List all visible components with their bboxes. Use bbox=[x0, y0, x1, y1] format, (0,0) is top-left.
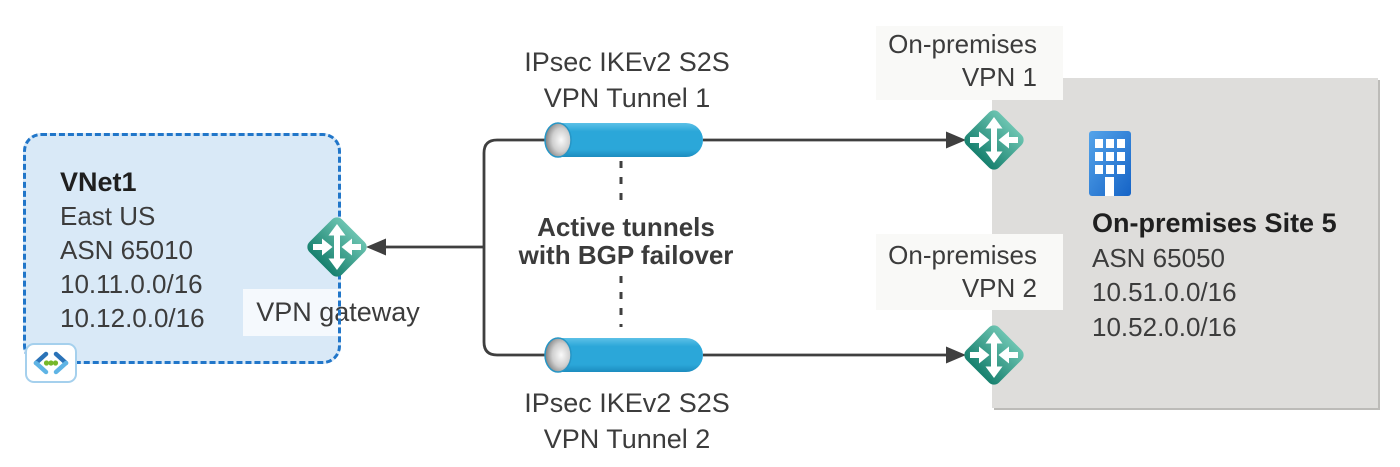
vnet-prefix-1: 10.11.0.0/16 bbox=[60, 269, 203, 299]
onprem-vpn1-label: On-premises VPN 1 bbox=[876, 26, 1063, 100]
onprem-site-info: On-premises Site 5 ASN 65050 10.51.0.0/1… bbox=[1092, 206, 1337, 344]
tunnel2-label-line2: VPN Tunnel 2 bbox=[543, 424, 711, 454]
onprem-vpn2-label: On-premises VPN 2 bbox=[876, 234, 1063, 310]
active-tunnels-line1: Active tunnels bbox=[537, 212, 715, 242]
onprem-site-name: On-premises Site 5 bbox=[1092, 208, 1337, 238]
tunnel1-label: IPsec IKEv2 S2S VPN Tunnel 1 bbox=[524, 44, 730, 116]
tunnel-cylinder-1-icon bbox=[544, 122, 703, 158]
arrowhead-left-icon bbox=[366, 238, 386, 256]
onprem-prefix-1: 10.51.0.0/16 bbox=[1092, 277, 1237, 307]
active-tunnels-label: Active tunnels with BGP failover bbox=[519, 213, 734, 269]
active-tunnels-line2: with BGP failover bbox=[518, 240, 734, 270]
tunnel1-label-line1: IPsec IKEv2 S2S bbox=[524, 47, 730, 77]
arrowhead-right1-icon bbox=[946, 131, 966, 149]
arrowhead-right2-icon bbox=[946, 346, 966, 364]
onprem-asn: ASN 65050 bbox=[1092, 242, 1225, 273]
tunnel2-label: IPsec IKEv2 S2S VPN Tunnel 2 bbox=[524, 385, 730, 457]
vnet-name: VNet1 bbox=[60, 167, 137, 197]
vnet-info: VNet1 East US ASN 65010 10.11.0.0/16 10.… bbox=[60, 165, 205, 335]
tunnel-cylinder-2-icon bbox=[544, 337, 703, 373]
tunnel1-label-line2: VPN Tunnel 1 bbox=[543, 83, 711, 113]
onprem-vpn2-line1: On-premises bbox=[888, 240, 1037, 270]
onprem-vpn2-line2: VPN 2 bbox=[961, 273, 1037, 303]
vnet-prefix-2: 10.12.0.0/16 bbox=[60, 303, 205, 333]
tunnel2-label-line1: IPsec IKEv2 S2S bbox=[524, 388, 730, 418]
vnet-asn: ASN 65010 bbox=[60, 235, 193, 265]
vnet-region: East US bbox=[60, 201, 156, 231]
onprem-vpn1-line1: On-premises bbox=[888, 29, 1037, 59]
onprem-vpn1-line2: VPN 1 bbox=[961, 62, 1037, 92]
onprem-prefix-2: 10.52.0.0/16 bbox=[1092, 311, 1237, 342]
